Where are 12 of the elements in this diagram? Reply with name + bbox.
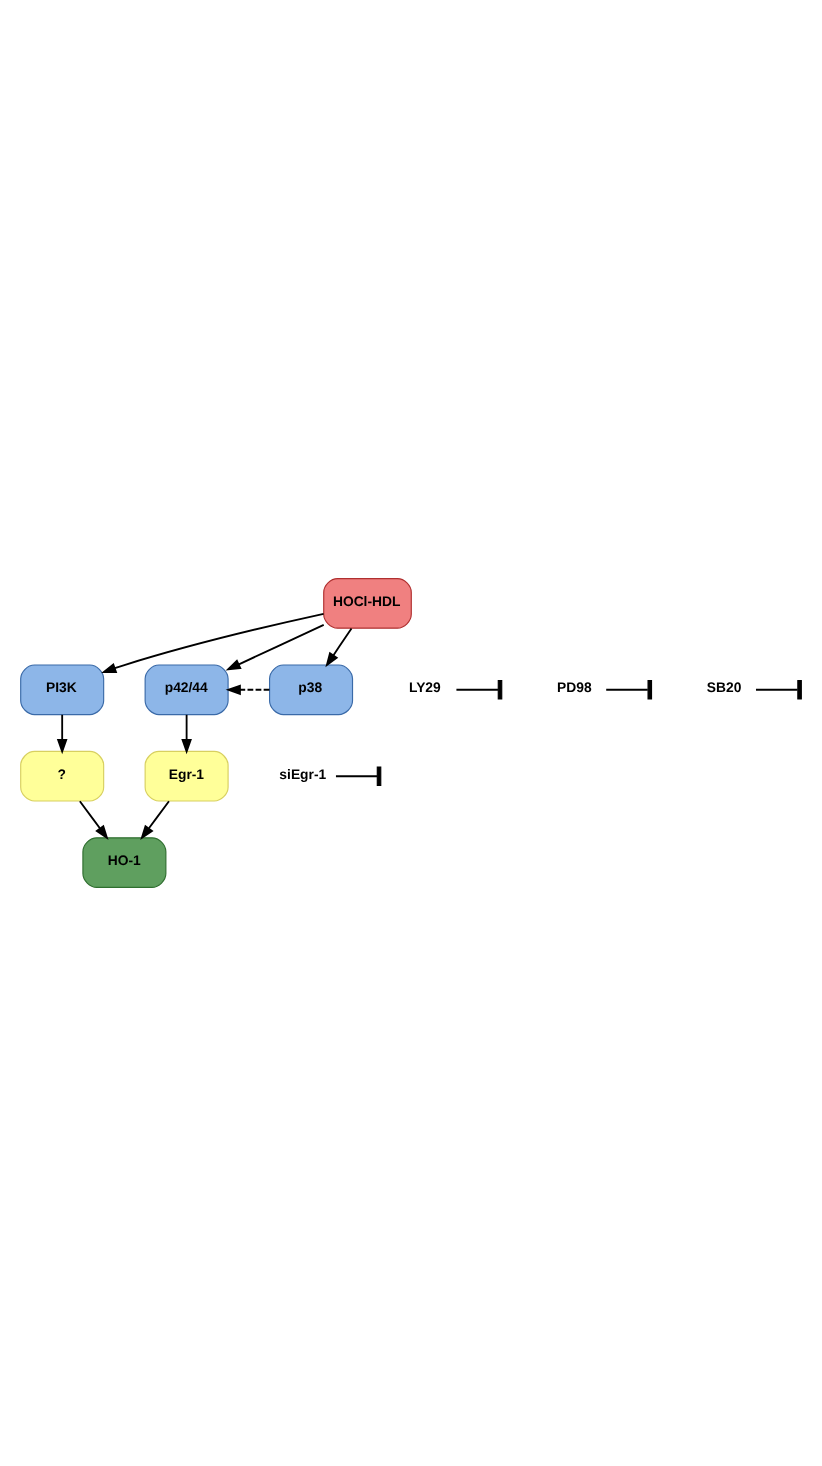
connector [755,688,799,691]
arrow [101,612,325,673]
arrow [225,684,271,696]
arrow [56,713,68,755]
arrow [325,627,353,668]
connector [455,688,499,691]
connector [605,688,649,691]
connector [335,775,378,778]
arrow [78,800,109,841]
arrow [181,713,192,755]
arrow [225,623,325,671]
arrow [140,800,170,841]
